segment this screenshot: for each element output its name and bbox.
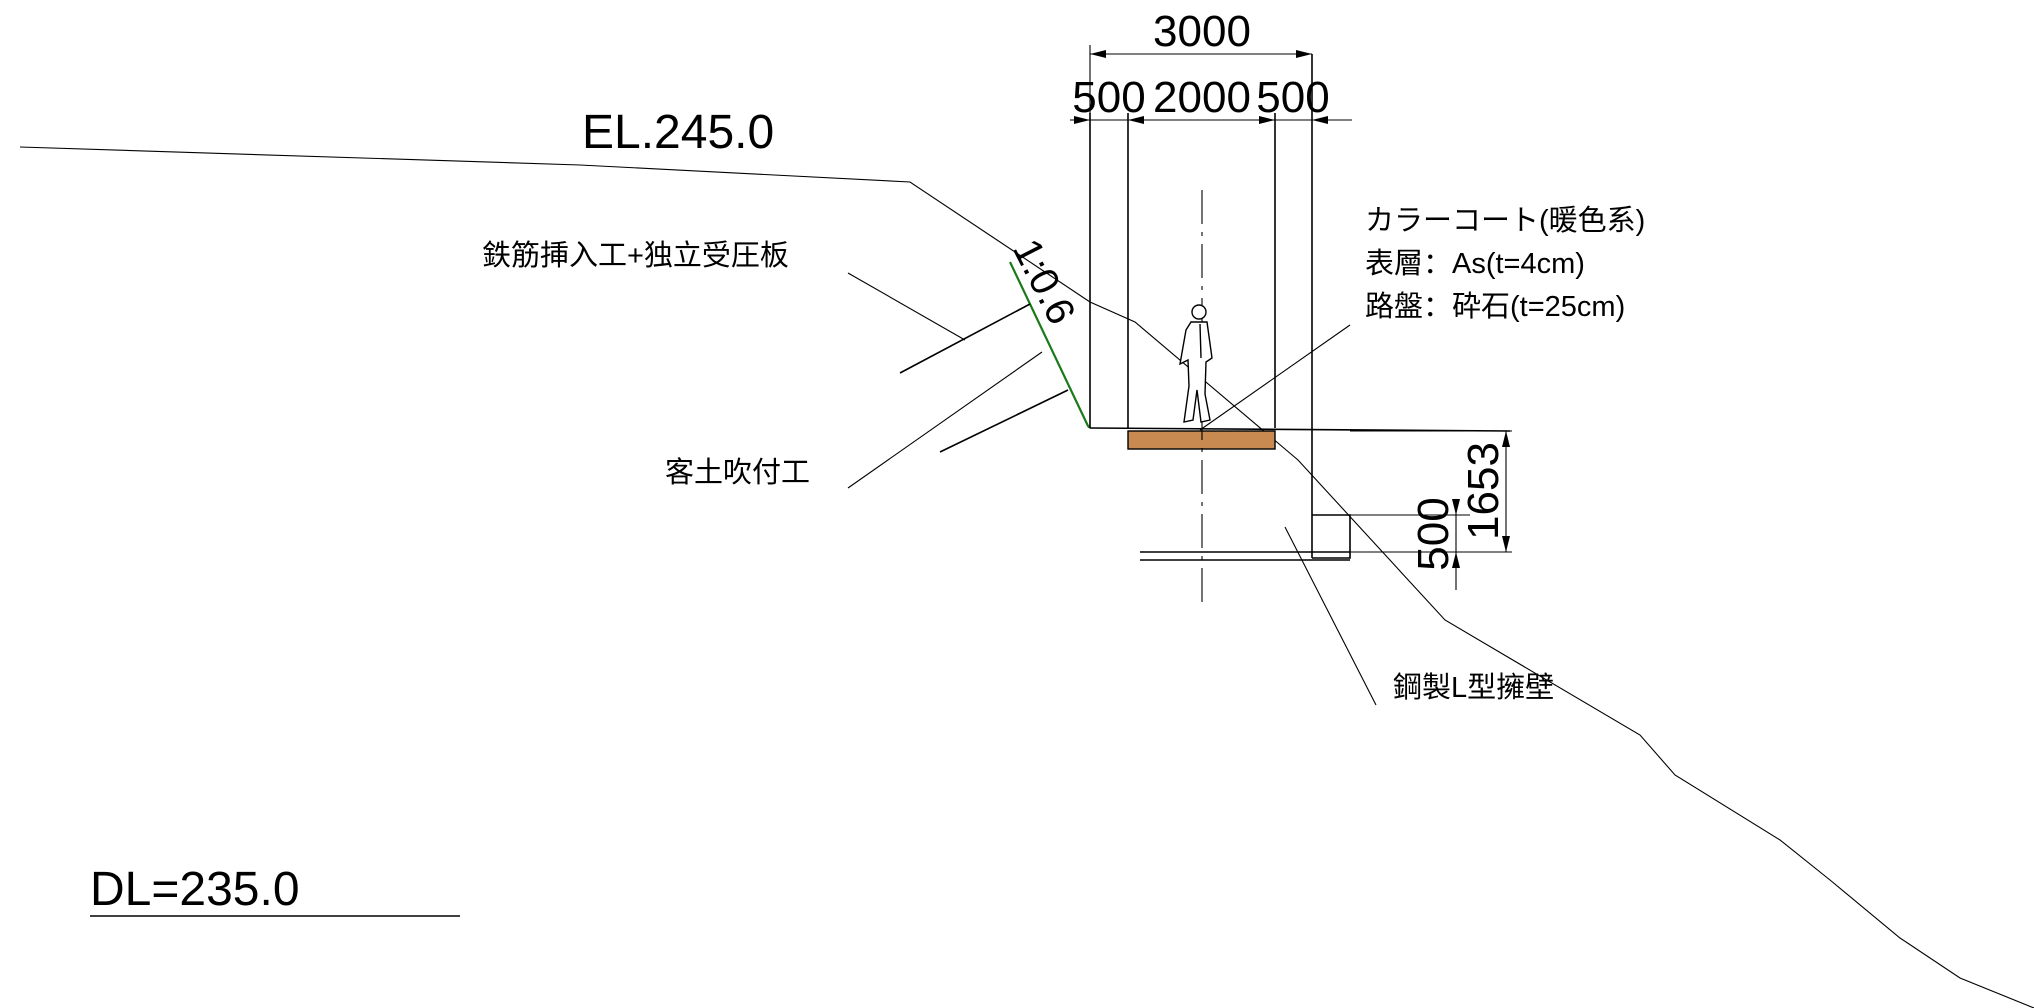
soil-spray-leader: [847, 351, 1043, 489]
wall-leader: [1284, 526, 1377, 706]
coating-line-1: カラーコート(暖色系): [1365, 204, 1645, 237]
coating-line-3: 路盤：砕石(t=25cm): [1365, 290, 1625, 323]
dim-wall-height-label: 1653: [1459, 442, 1508, 540]
rebar-leader: [847, 272, 966, 341]
dim-path-width-label: 2000: [1153, 73, 1251, 122]
dim-left-margin-label: 500: [1072, 73, 1145, 122]
soil-spray-label: 客土吹付工: [665, 456, 810, 489]
rebar-line-1: [899, 303, 1031, 374]
dim-right-margin-label: 500: [1256, 73, 1329, 122]
dim-breakdown: [1070, 116, 1352, 124]
dim-base-height-label: 500: [1409, 497, 1458, 570]
dim-vertical: [1350, 430, 1512, 590]
ground-line: [19, 146, 2034, 1008]
wall-label: 鋼製L型擁壁: [1393, 671, 1554, 704]
rebar-label: 鉄筋挿入工+独立受圧板: [482, 239, 789, 272]
coating-line-2: 表層：As(t=4cm): [1365, 247, 1585, 280]
dim-total-width: [1089, 45, 1312, 113]
elevation-label: EL.245.0: [582, 106, 774, 159]
coating-leader: [1199, 324, 1351, 431]
wall-footing: [1312, 514, 1351, 559]
pedestrian-icon: [1179, 304, 1213, 423]
rebar-line-2: [939, 389, 1069, 453]
slope-ratio-label: 1:0.6: [1004, 232, 1084, 331]
dim-total-width-label: 3000: [1153, 7, 1251, 56]
datum-label: DL=235.0: [90, 863, 300, 916]
